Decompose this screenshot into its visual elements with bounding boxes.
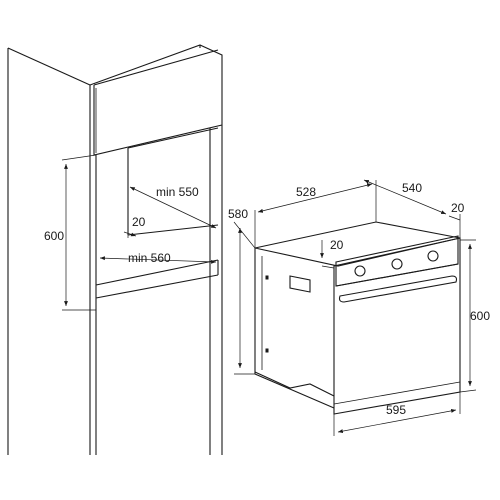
cabinet-height-label: 600 — [44, 229, 64, 243]
cabinet-recess-dimension — [123, 231, 137, 237]
cabinet-top-box — [93, 49, 223, 156]
oven-front-width-label: 595 — [386, 403, 406, 417]
oven-side-bracket — [289, 275, 311, 293]
cabinet-recess — [95, 127, 219, 285]
oven-knob-middle — [391, 258, 403, 270]
oven-knob-right — [427, 250, 439, 262]
oven-front-frame — [333, 237, 461, 415]
cabinet-width-label: min 560 — [128, 251, 171, 265]
cabinet-drawing: 600 min 550 20 min 560 — [7, 44, 223, 455]
control-panel-offset-label: 20 — [330, 238, 344, 252]
oven-front-offset-label: 20 — [451, 201, 465, 215]
oven-front-width-dimension — [337, 408, 457, 434]
cabinet-bottom-shelf — [95, 259, 219, 310]
oven-total-depth-label: 540 — [402, 181, 422, 195]
oven-door-handle — [338, 275, 458, 303]
oven-body-side — [254, 248, 335, 409]
cabinet-recess-label: 20 — [132, 215, 146, 229]
oven-total-depth-dimension — [363, 179, 447, 215]
oven-drawing: 528 540 20 580 20 600 595 — [228, 179, 490, 436]
oven-body-height-label: 580 — [228, 207, 248, 221]
cabinet-top-edge — [89, 44, 223, 455]
cabinet-width-dimension — [99, 256, 217, 264]
cabinet-depth-dimension — [129, 186, 217, 229]
cabinet-depth-label: min 550 — [156, 185, 199, 199]
cabinet-side-panel — [7, 47, 91, 455]
oven-body-depth-dimension — [257, 183, 373, 213]
oven-front-height-label: 600 — [470, 309, 490, 323]
oven-body-depth-label: 528 — [296, 185, 316, 199]
oven-knob-left — [354, 265, 366, 277]
